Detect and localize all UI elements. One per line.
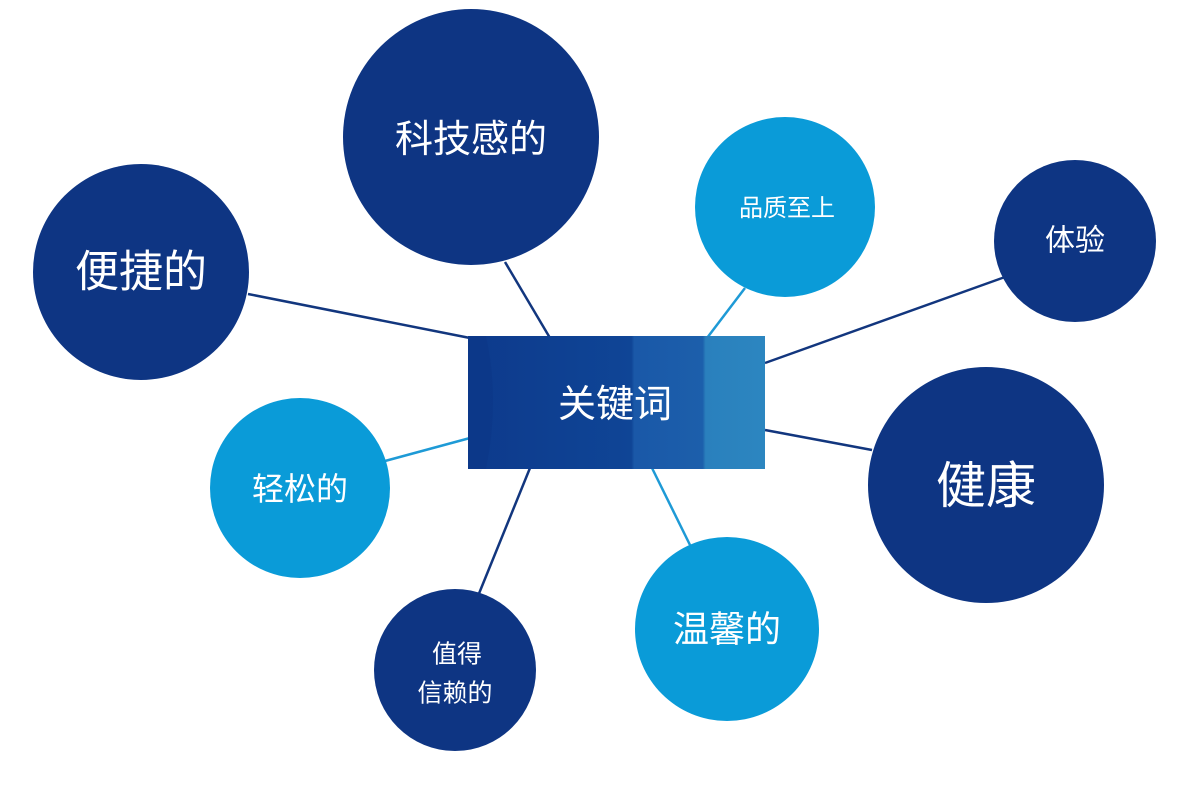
connector-tiyan bbox=[764, 275, 1006, 365]
node-xinlai-circle bbox=[374, 589, 536, 751]
node-jiankang: 健康 bbox=[868, 367, 1104, 603]
node-keji: 科技感的 bbox=[343, 9, 599, 265]
node-jiankang-circle bbox=[868, 367, 1104, 603]
node-wenxin-label: 温馨的 bbox=[673, 610, 781, 651]
node-tiyan-circle bbox=[994, 160, 1156, 322]
node-xinlai-label-line2: 信赖的 bbox=[417, 679, 492, 708]
center-keyword-box: 关键词 bbox=[468, 336, 765, 469]
node-bianjie-label: 便捷的 bbox=[75, 247, 207, 298]
connector-qingsong bbox=[384, 436, 471, 463]
node-xinlai-label-line1: 值得 bbox=[432, 640, 482, 669]
node-wenxin: 温馨的 bbox=[635, 537, 819, 721]
node-tiyan-label: 体验 bbox=[1045, 224, 1105, 259]
connector-wenxin bbox=[650, 467, 692, 546]
connector-pinzhi bbox=[706, 287, 746, 339]
center-keyword-label: 关键词 bbox=[558, 382, 672, 426]
node-jiankang-label: 健康 bbox=[936, 457, 1036, 515]
node-pinzhi-circle bbox=[695, 117, 875, 297]
node-wenxin-circle bbox=[635, 537, 819, 721]
node-xinlai: 值得 信赖的 bbox=[374, 589, 536, 751]
node-pinzhi: 品质至上 bbox=[695, 117, 875, 297]
node-qingsong-circle bbox=[210, 398, 390, 578]
node-bianjie-circle bbox=[33, 164, 249, 380]
node-qingsong: 轻松的 bbox=[210, 398, 390, 578]
connectors bbox=[247, 261, 1006, 597]
node-tiyan: 体验 bbox=[994, 160, 1156, 322]
node-keji-circle bbox=[343, 9, 599, 265]
connector-keji bbox=[503, 261, 552, 339]
node-keji-label: 科技感的 bbox=[395, 117, 547, 161]
node-bianjie: 便捷的 bbox=[33, 164, 249, 380]
node-qingsong-label: 轻松的 bbox=[252, 470, 348, 508]
node-pinzhi-label: 品质至上 bbox=[739, 194, 835, 222]
connector-xinlai bbox=[476, 467, 532, 597]
connector-bianjie bbox=[247, 292, 471, 340]
connector-jiankang bbox=[764, 428, 873, 452]
